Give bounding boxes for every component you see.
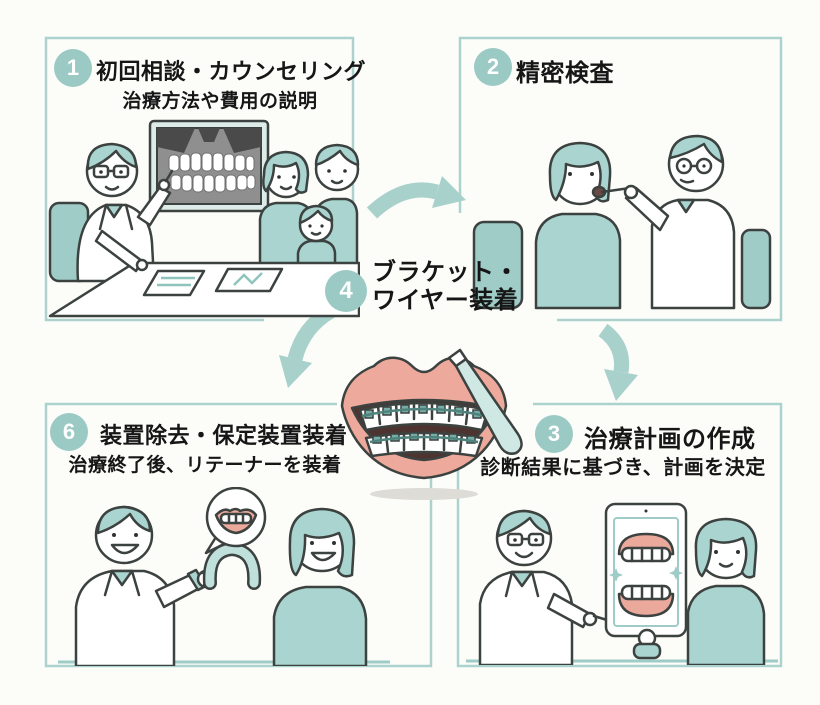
tablet: [604, 502, 688, 660]
upper-teeth-image: [617, 532, 675, 563]
doctor: [74, 505, 217, 666]
arrow-step2-to-step3-icon: [598, 323, 638, 401]
dental-tool: [447, 348, 523, 455]
shadow: [370, 488, 478, 500]
step-4-title-line1: ブラケット・: [372, 259, 519, 286]
step-6-subtitle: 治療終了後、リテーナーを装着: [68, 455, 342, 476]
step-6-badge: 6: [50, 413, 88, 451]
documents-on-table: [142, 267, 284, 297]
mouth-with-braces: [340, 356, 508, 480]
step-4-title: ブラケット・ ワイヤー装着: [372, 259, 519, 315]
patient: [534, 141, 622, 310]
patient: [272, 507, 368, 666]
panel-border-step-6: [44, 402, 433, 668]
dentist: [600, 134, 736, 310]
doctor-arm: [94, 229, 144, 273]
chair: [472, 220, 524, 310]
sparkle-icon: [669, 566, 683, 580]
step-2-illustration: [472, 134, 772, 310]
panel-border-step-1: [44, 36, 355, 322]
step-4-illustration: [340, 348, 523, 500]
step-3-badge: 3: [535, 415, 573, 453]
step-4-badge: 4: [325, 270, 367, 312]
panel-border-step-3: [456, 402, 783, 668]
family: [258, 143, 360, 283]
arrow-step1-to-step2-icon: [366, 176, 466, 219]
panel-border-step-2: [458, 36, 783, 322]
step-3-title: 治療計画の作成: [584, 426, 756, 453]
step-2-title: 精密検査: [516, 60, 614, 87]
upper-wire: [361, 407, 487, 418]
doctor: [478, 509, 609, 665]
sparkle-icon: [609, 568, 623, 582]
stool: [740, 228, 772, 310]
arrow-step4-to-step6-icon: [279, 304, 335, 388]
step-1-badge: 1: [54, 49, 92, 87]
step-1-subtitle: 治療方法や費用の説明: [122, 91, 318, 112]
retainer: [202, 541, 262, 590]
step-4-title-line2: ワイヤー装着: [372, 287, 519, 314]
step-1-illustration: [48, 119, 360, 318]
table: [48, 261, 360, 318]
step-1-title: 初回相談・カウンセリング: [96, 59, 367, 84]
step-6-title: 装置除去・保定装置装着: [100, 423, 348, 448]
step-2-badge: 2: [474, 48, 512, 86]
step-3-subtitle: 診断結果に基づき、計画を決定: [480, 457, 766, 479]
step-3-illustration: [466, 502, 778, 665]
step-6-illustration: [58, 487, 390, 666]
xray-screen: [148, 119, 270, 213]
patient: [686, 517, 766, 665]
speech-bubble-smile: [204, 487, 267, 555]
lower-wire: [369, 435, 479, 444]
lower-teeth-image: [617, 584, 675, 618]
